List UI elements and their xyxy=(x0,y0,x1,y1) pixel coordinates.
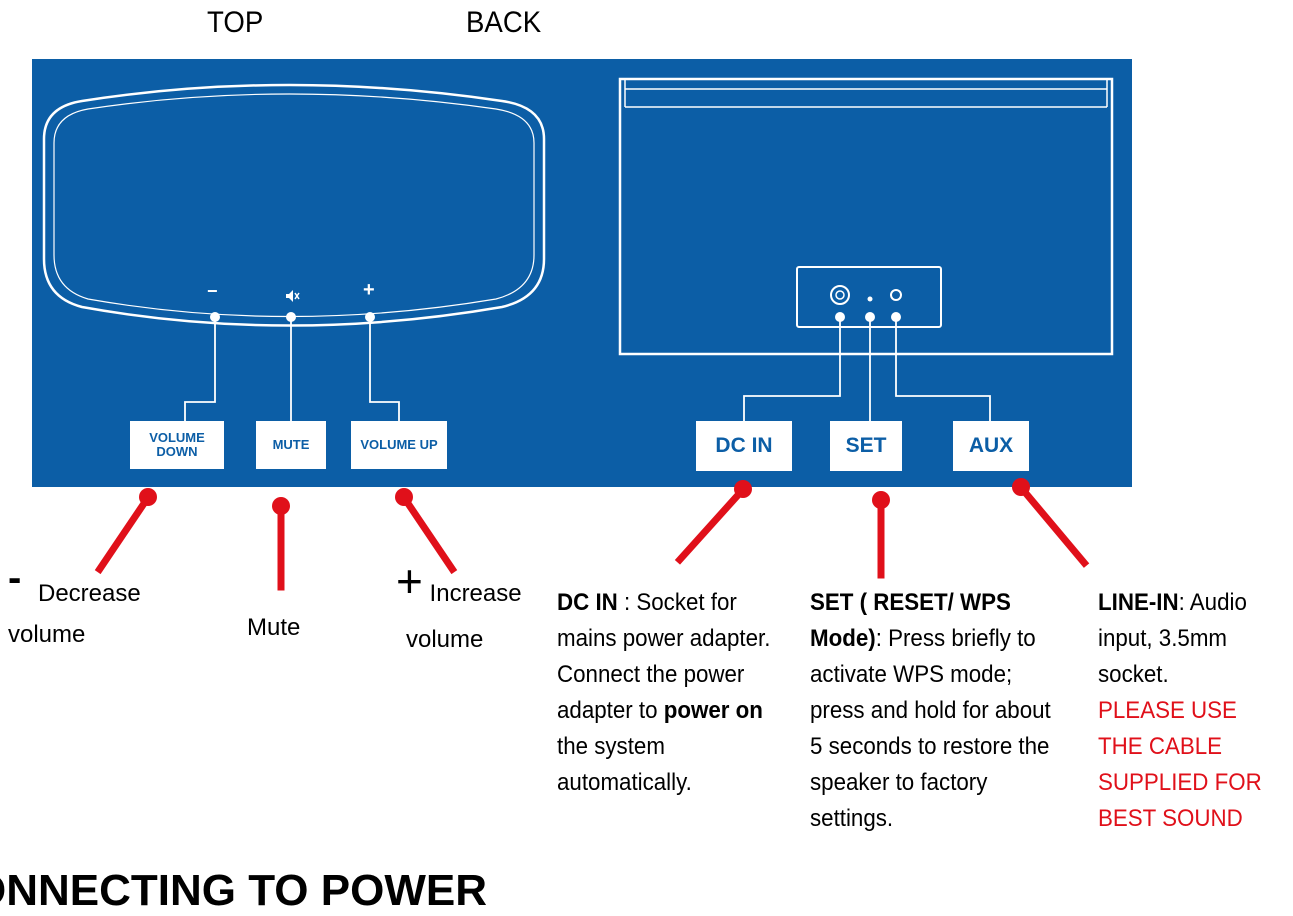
set-button-hole xyxy=(867,296,873,302)
volume-up-label: VOLUME UP xyxy=(351,421,447,469)
set-dot xyxy=(865,312,875,322)
dc-in-description: DC IN : Socket for mains power adapter. … xyxy=(557,589,771,796)
aux-socket xyxy=(890,289,902,301)
increase-line2: volume xyxy=(406,626,484,653)
line-in-note: PLEASE USE THE CABLE SUPPLIED FOR BEST S… xyxy=(1098,697,1262,832)
top-view-body-outer xyxy=(42,83,546,327)
dc-in-dot xyxy=(835,312,845,322)
aux-connector xyxy=(895,317,991,421)
aux-label: AUX xyxy=(953,421,1029,471)
increase-line1: Increase xyxy=(429,580,522,607)
dc-in-label: DC IN xyxy=(696,421,792,471)
device-panel: − + VOLUME DOWN MUTE VOLUME UP DC IN SET… xyxy=(32,59,1132,487)
vol-down-connector xyxy=(184,317,216,421)
volume-down-label: VOLUME DOWN xyxy=(130,421,224,469)
top-view-body-inner xyxy=(53,93,535,318)
dc-in-socket xyxy=(830,285,850,305)
decrease-symbol: - xyxy=(8,556,22,600)
back-port-plate xyxy=(796,266,942,328)
minus-symbol: − xyxy=(207,281,218,301)
view-label-top: TOP xyxy=(207,6,264,39)
dc-in-bold-power-on: power on xyxy=(663,697,763,724)
line-in-description: LINE-IN: Audio input, 3.5mm socket. PLEA… xyxy=(1098,585,1284,837)
back-view-body xyxy=(618,77,1114,356)
increase-annotation: + Increase volume xyxy=(396,555,522,654)
callout-pin-mute xyxy=(272,497,290,515)
set-title: SET ( RESET/ WPS Mode) xyxy=(810,589,1011,652)
set-description: SET ( RESET/ WPS Mode): Press briefly to… xyxy=(810,589,1051,832)
plus-symbol: + xyxy=(363,279,375,301)
dc-in-title: DC IN xyxy=(557,589,618,616)
increase-symbol: + xyxy=(396,555,423,607)
callout-leader-aux xyxy=(1018,485,1090,568)
callout-pin-set xyxy=(872,491,890,509)
decrease-annotation: - Decrease volume xyxy=(8,556,141,649)
aux-dot xyxy=(891,312,901,322)
dc-in-connector xyxy=(743,317,841,421)
callout-leader-dc-in xyxy=(674,487,746,565)
device-outline-drawing xyxy=(42,77,1114,421)
view-label-back: BACK xyxy=(466,6,542,39)
vol-down-dot xyxy=(210,312,220,322)
callout-leader-volume-down xyxy=(94,495,151,575)
decrease-line1: Decrease xyxy=(38,580,141,607)
mute-annotation: Mute xyxy=(247,614,301,641)
line-in-title: LINE-IN xyxy=(1098,589,1179,616)
section-heading: ONNECTING TO POWER xyxy=(0,866,487,915)
mute-dot xyxy=(286,312,296,322)
mute-label: MUTE xyxy=(256,421,326,469)
decrease-line2: volume xyxy=(8,621,86,648)
vol-up-dot xyxy=(365,312,375,322)
vol-up-connector xyxy=(369,317,400,421)
set-label: SET xyxy=(830,421,902,471)
speaker-mute-icon xyxy=(286,290,293,302)
callout-leader-set xyxy=(877,500,885,579)
callout-leader-mute xyxy=(277,506,285,591)
